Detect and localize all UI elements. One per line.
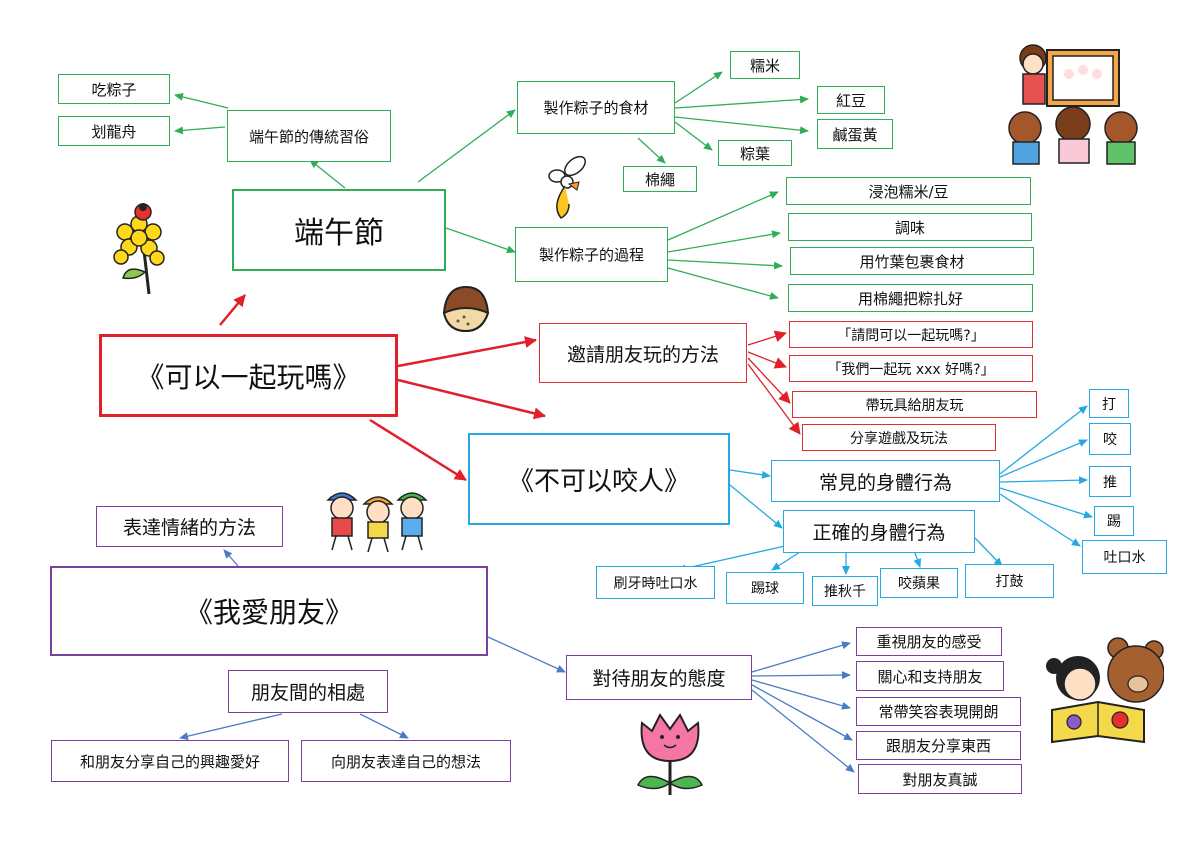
ingredient-item[interactable]: 糯米 bbox=[730, 51, 800, 79]
correct-behavior-item[interactable]: 咬蘋果 bbox=[880, 568, 958, 598]
attitude-item[interactable]: 對朋友真誠 bbox=[858, 764, 1022, 794]
ingredients-node[interactable]: 製作粽子的食材 bbox=[517, 81, 675, 134]
process-item[interactable]: 浸泡糯米/豆 bbox=[786, 177, 1031, 205]
correct-behaviors-node[interactable]: 正確的身體行為 bbox=[783, 510, 975, 553]
getting-along-item[interactable]: 向朋友表達自己的想法 bbox=[301, 740, 511, 782]
dragon-boat-festival-node[interactable]: 端午節 bbox=[232, 189, 446, 271]
invite-item[interactable]: 分享遊戲及玩法 bbox=[802, 424, 996, 451]
dragonfly-illustration bbox=[548, 155, 586, 219]
getting-along-item[interactable]: 和朋友分享自己的興趣愛好 bbox=[51, 740, 289, 782]
common-behaviors-node[interactable]: 常見的身體行為 bbox=[771, 460, 1000, 502]
common-behavior-item[interactable]: 踢 bbox=[1094, 506, 1134, 536]
traditions-node[interactable]: 端午節的傳統習俗 bbox=[227, 110, 391, 162]
chestnut-illustration bbox=[442, 285, 490, 333]
ingredient-item[interactable]: 紅豆 bbox=[817, 86, 885, 114]
emotion-methods-node[interactable]: 表達情緒的方法 bbox=[96, 506, 283, 547]
process-item[interactable]: 用棉繩把粽扎好 bbox=[788, 284, 1033, 312]
puppet-show-children-illustration bbox=[1008, 44, 1138, 165]
marching-children-illustration bbox=[326, 492, 428, 553]
invite-methods-node[interactable]: 邀請朋友玩的方法 bbox=[539, 323, 747, 383]
common-behavior-item[interactable]: 打 bbox=[1089, 389, 1129, 418]
flower-ladybug-illustration bbox=[113, 203, 165, 295]
invite-item[interactable]: 「請問可以一起玩嗎?」 bbox=[789, 321, 1033, 348]
correct-behavior-item[interactable]: 推秋千 bbox=[812, 576, 878, 606]
common-behavior-item[interactable]: 咬 bbox=[1089, 423, 1131, 455]
process-item[interactable]: 調味 bbox=[788, 213, 1032, 241]
tradition-item[interactable]: 划龍舟 bbox=[58, 116, 170, 146]
love-friends-node[interactable]: 《我愛朋友》 bbox=[50, 566, 488, 656]
girl-and-bear-reading-illustration bbox=[1046, 637, 1164, 744]
ingredient-item[interactable]: 粽葉 bbox=[718, 140, 792, 166]
attitude-item[interactable]: 常帶笑容表現開朗 bbox=[856, 697, 1021, 726]
ingredient-item[interactable]: 鹹蛋黃 bbox=[817, 119, 893, 149]
attitude-item[interactable]: 跟朋友分享東西 bbox=[856, 731, 1021, 760]
invite-item[interactable]: 帶玩具給朋友玩 bbox=[792, 391, 1037, 418]
common-behavior-item[interactable]: 吐口水 bbox=[1082, 540, 1167, 574]
attitude-node[interactable]: 對待朋友的態度 bbox=[566, 655, 752, 700]
tradition-item[interactable]: 吃粽子 bbox=[58, 74, 170, 104]
no-biting-node[interactable]: 《不可以咬人》 bbox=[468, 433, 730, 525]
correct-behavior-item[interactable]: 踢球 bbox=[726, 572, 804, 604]
common-behavior-item[interactable]: 推 bbox=[1089, 466, 1131, 497]
process-item[interactable]: 用竹葉包裹食材 bbox=[790, 247, 1034, 275]
getting-along-node[interactable]: 朋友間的相處 bbox=[228, 670, 388, 713]
tulip-illustration bbox=[636, 713, 704, 795]
invite-item[interactable]: 「我們一起玩 xxx 好嗎?」 bbox=[789, 355, 1033, 382]
correct-behavior-item[interactable]: 刷牙時吐口水 bbox=[596, 566, 715, 599]
attitude-item[interactable]: 重視朋友的感受 bbox=[856, 627, 1002, 656]
play-together-node[interactable]: 《可以一起玩嗎》 bbox=[99, 334, 398, 417]
attitude-item[interactable]: 關心和支持朋友 bbox=[856, 661, 1004, 691]
correct-behavior-item[interactable]: 打鼓 bbox=[965, 564, 1054, 598]
process-node[interactable]: 製作粽子的過程 bbox=[515, 227, 668, 282]
ingredient-item[interactable]: 棉繩 bbox=[623, 166, 697, 192]
